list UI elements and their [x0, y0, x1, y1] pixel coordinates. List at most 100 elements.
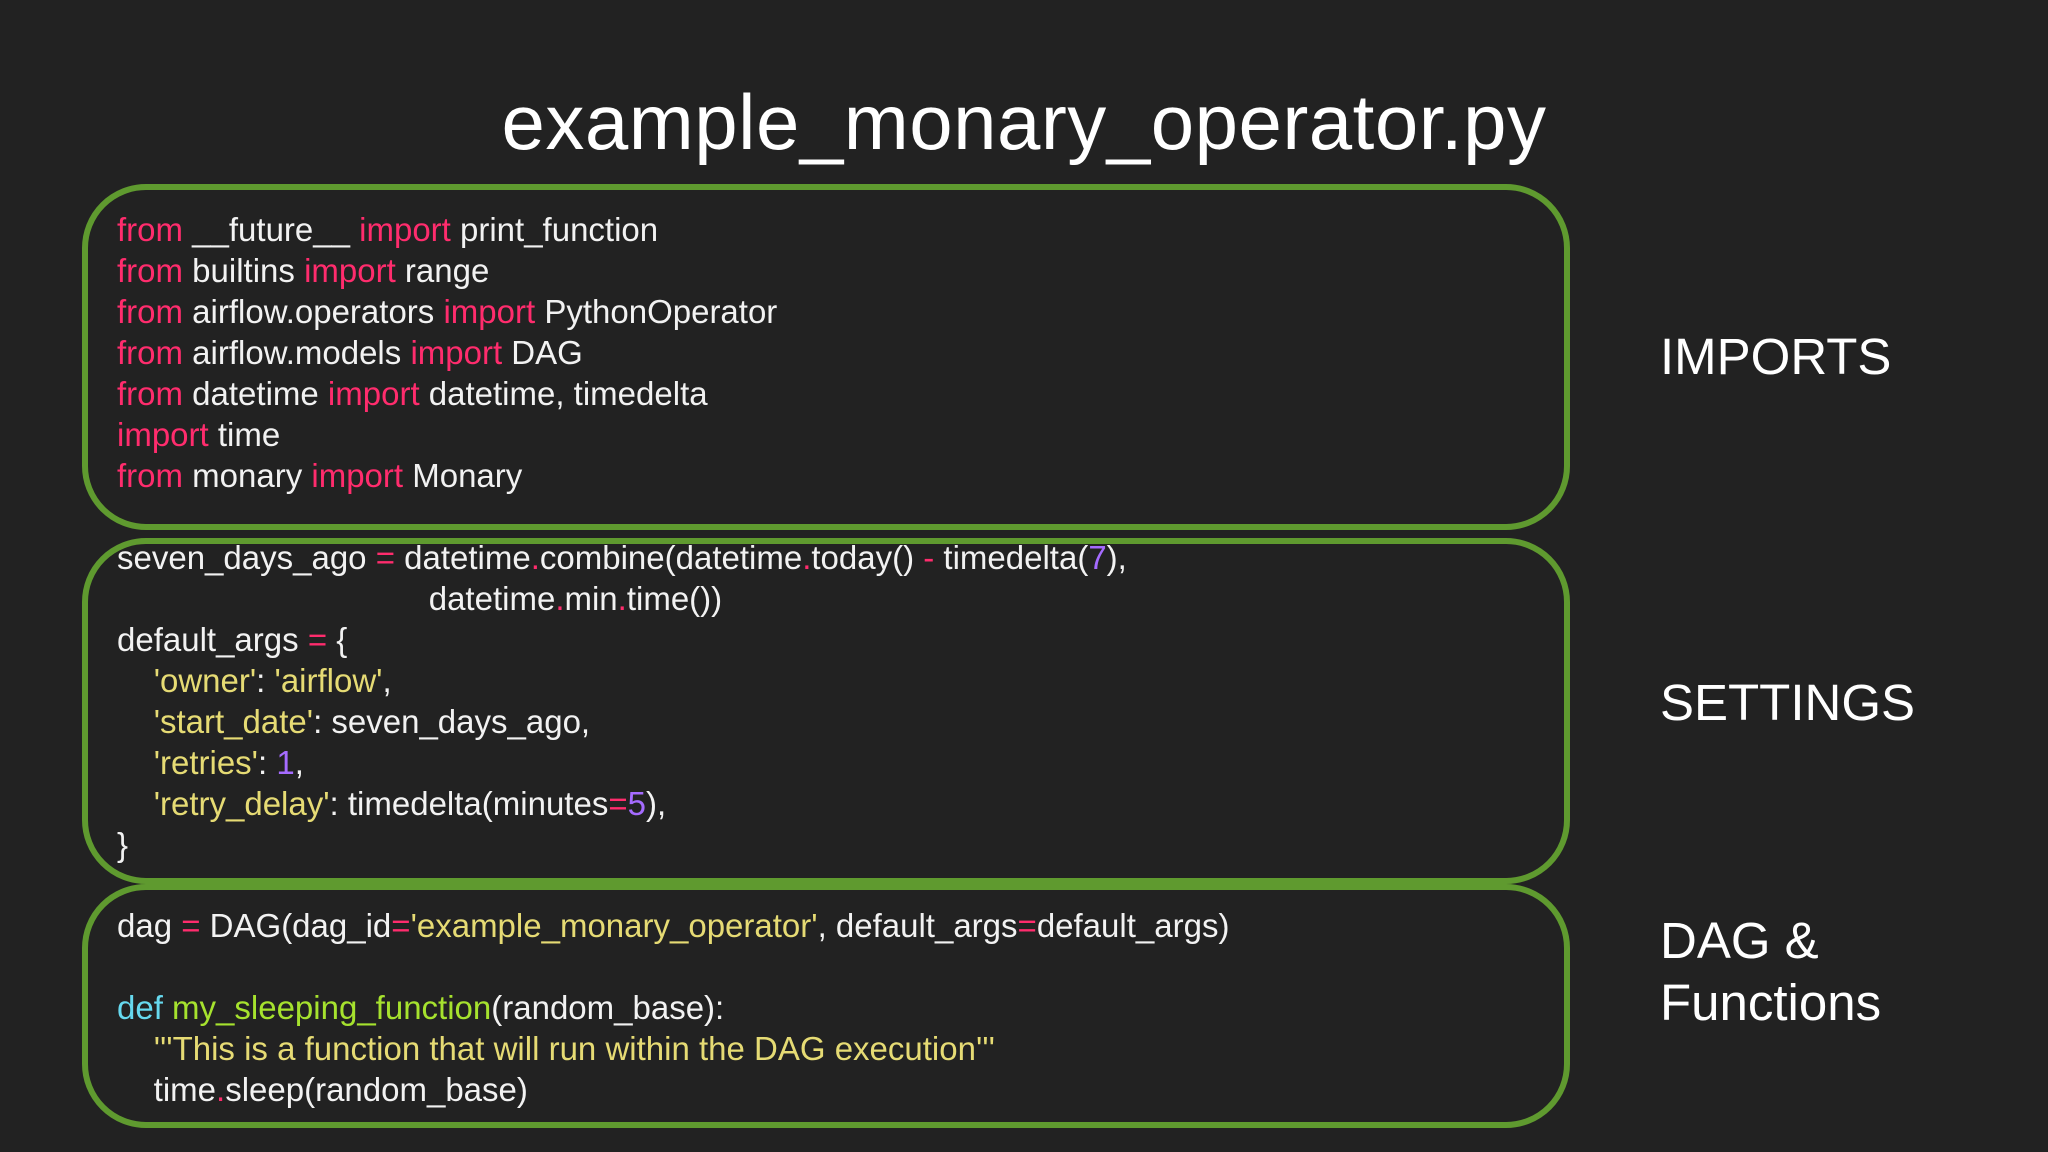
code-line: } — [117, 824, 1127, 865]
code-token — [117, 662, 154, 699]
code-token: time()) — [626, 580, 723, 617]
code-token — [117, 785, 154, 822]
code-token: '''This is a function that will run with… — [153, 1030, 995, 1067]
code-token: sleep(random_base) — [225, 1071, 528, 1108]
code-token: 'owner' — [153, 662, 257, 699]
code-line: time.sleep(random_base) — [117, 1069, 1229, 1110]
code-token: datetime — [394, 539, 531, 576]
code-token: { — [327, 621, 348, 658]
code-token: import — [327, 375, 420, 412]
code-token: 5 — [627, 785, 646, 822]
code-line: import time — [117, 414, 777, 455]
code-token: default_args — [117, 621, 308, 658]
code-line: 'retry_delay': timedelta(minutes=5), — [117, 783, 1127, 824]
code-line: datetime.min.time()) — [117, 578, 1127, 619]
code-token: from — [117, 252, 183, 289]
code-line: '''This is a function that will run with… — [117, 1028, 1229, 1069]
page-title: example_monary_operator.py — [501, 78, 1547, 166]
code-line: default_args = { — [117, 619, 1127, 660]
code-line: from airflow.operators import PythonOper… — [117, 291, 777, 332]
code-token: 7 — [1088, 539, 1107, 576]
code-token: 1 — [276, 744, 295, 781]
code-token: , default_args — [817, 907, 1018, 944]
code-token: . — [530, 539, 540, 576]
code-token: Monary — [403, 457, 523, 494]
code-line: def my_sleeping_function(random_base): — [117, 987, 1229, 1028]
code-line: 'retries': 1, — [117, 742, 1127, 783]
code-token: . — [555, 580, 565, 617]
settings-label: SETTINGS — [1660, 674, 1916, 731]
code-token: = — [181, 907, 201, 944]
code-token: = — [307, 621, 328, 658]
imports-label: IMPORTS — [1660, 328, 1892, 385]
code-token: time — [208, 416, 281, 453]
code-token: PythonOperator — [535, 293, 778, 330]
code-token: ), — [1106, 539, 1127, 576]
code-token: range — [395, 252, 490, 289]
code-line: 'start_date': seven_days_ago, — [117, 701, 1127, 742]
code-token: default_args) — [1036, 907, 1230, 944]
code-token: timedelta( — [934, 539, 1089, 576]
code-token: import — [311, 457, 404, 494]
code-token: , — [382, 662, 392, 699]
code-token: def — [117, 989, 163, 1026]
code-token: datetime — [117, 580, 556, 617]
dag-functions-label: DAG & Functions — [1660, 912, 1882, 1031]
code-token: = — [391, 907, 411, 944]
settings-code-block: seven_days_ago = datetime.combine(dateti… — [117, 537, 1127, 865]
code-line: from __future__ import print_function — [117, 209, 777, 250]
code-token: 'retries' — [153, 744, 258, 781]
code-token: monary — [183, 457, 312, 494]
code-line: 'owner': 'airflow', — [117, 660, 1127, 701]
code-token: (random_base): — [491, 989, 725, 1026]
settings-panel — [82, 538, 1570, 884]
code-token: . — [802, 539, 812, 576]
code-token: - — [923, 539, 935, 576]
code-token: seven_days_ago — [117, 539, 376, 576]
code-token: 'retry_delay' — [153, 785, 330, 822]
code-token: from — [117, 211, 183, 248]
code-token — [163, 989, 172, 1026]
code-line: dag = DAG(dag_id='example_monary_operato… — [117, 905, 1229, 946]
code-token: today() — [811, 539, 924, 576]
code-token — [117, 1030, 154, 1067]
code-token: builtins — [183, 252, 305, 289]
code-token: . — [617, 580, 627, 617]
code-token: airflow.models — [183, 334, 411, 371]
code-line: from airflow.models import DAG — [117, 332, 777, 373]
code-token: DAG(dag_id — [200, 907, 392, 944]
code-token: = — [608, 785, 628, 822]
code-token: import — [359, 211, 451, 248]
code-token: datetime — [183, 375, 328, 412]
imports-panel — [82, 184, 1570, 530]
dag-functions-panel — [82, 884, 1570, 1128]
code-token: : — [257, 744, 277, 781]
code-token: print_function — [450, 211, 659, 248]
code-token: = — [1017, 907, 1037, 944]
code-token: __future__ — [183, 211, 360, 248]
code-token: ), — [645, 785, 667, 822]
code-token: 'airflow' — [274, 662, 383, 699]
code-token — [117, 744, 154, 781]
code-token: : seven_days_ago, — [313, 703, 591, 740]
code-token: datetime, timedelta — [419, 375, 708, 412]
code-token: min — [564, 580, 618, 617]
code-token: : timedelta(minutes — [329, 785, 609, 822]
code-token — [117, 703, 154, 740]
code-token: time — [117, 1071, 217, 1108]
code-token: import — [117, 416, 209, 453]
code-token: combine(datetime — [539, 539, 803, 576]
code-line: from monary import Monary — [117, 455, 777, 496]
code-token: from — [117, 457, 183, 494]
code-line: seven_days_ago = datetime.combine(dateti… — [117, 537, 1127, 578]
code-token: = — [375, 539, 395, 576]
code-line — [117, 946, 1229, 987]
code-token: import — [304, 252, 396, 289]
code-token: from — [117, 293, 183, 330]
code-line: from builtins import range — [117, 250, 777, 291]
code-token: my_sleeping_function — [172, 989, 492, 1026]
code-token: , — [294, 744, 304, 781]
dag-functions-code-block: dag = DAG(dag_id='example_monary_operato… — [117, 905, 1229, 1110]
code-token: from — [117, 375, 183, 412]
